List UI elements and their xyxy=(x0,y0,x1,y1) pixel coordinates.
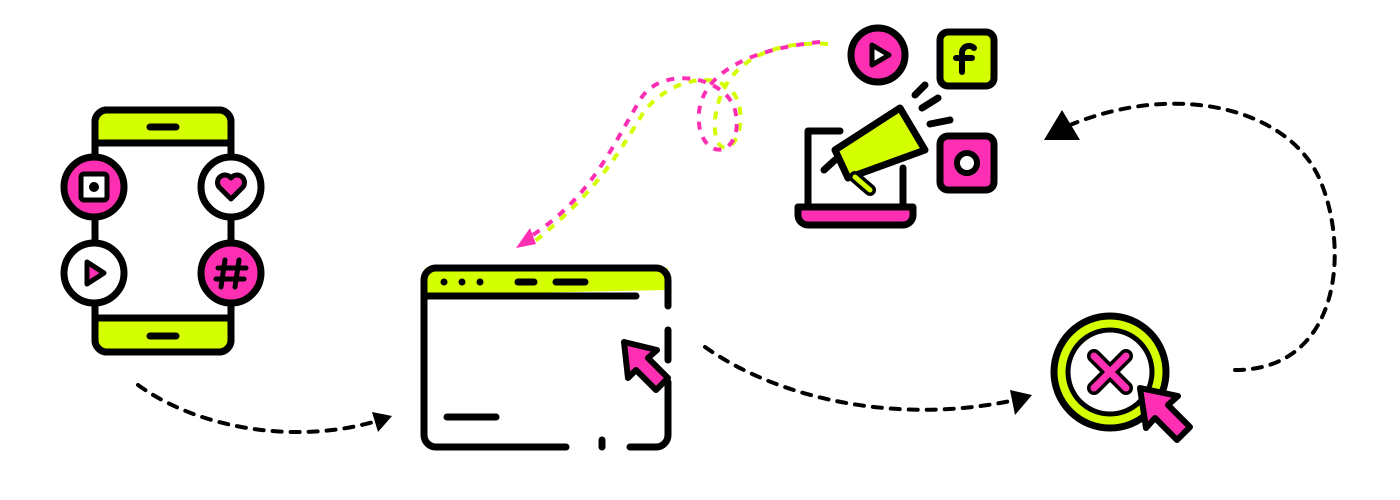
smartphone-icon xyxy=(91,106,235,356)
flow-arrow xyxy=(703,345,1032,415)
cursor-icon xyxy=(621,339,671,393)
instagram-square-icon xyxy=(936,132,998,194)
youtube-play-icon xyxy=(847,24,909,86)
flow-arrow xyxy=(1044,101,1337,372)
facebook-icon xyxy=(936,28,998,90)
play-icon xyxy=(60,239,128,307)
browser-window-icon xyxy=(420,264,672,451)
instagram-icon xyxy=(60,153,128,221)
laptop-megaphone-icon xyxy=(794,81,954,229)
heart-icon xyxy=(197,153,265,221)
flow-arrow-lime xyxy=(528,41,829,247)
flow-arrow-pink xyxy=(516,40,821,248)
flow-arrow xyxy=(136,383,392,434)
hashtag-icon xyxy=(197,239,265,307)
cursor-icon xyxy=(1137,385,1193,443)
close-circle-icon xyxy=(1050,312,1170,432)
